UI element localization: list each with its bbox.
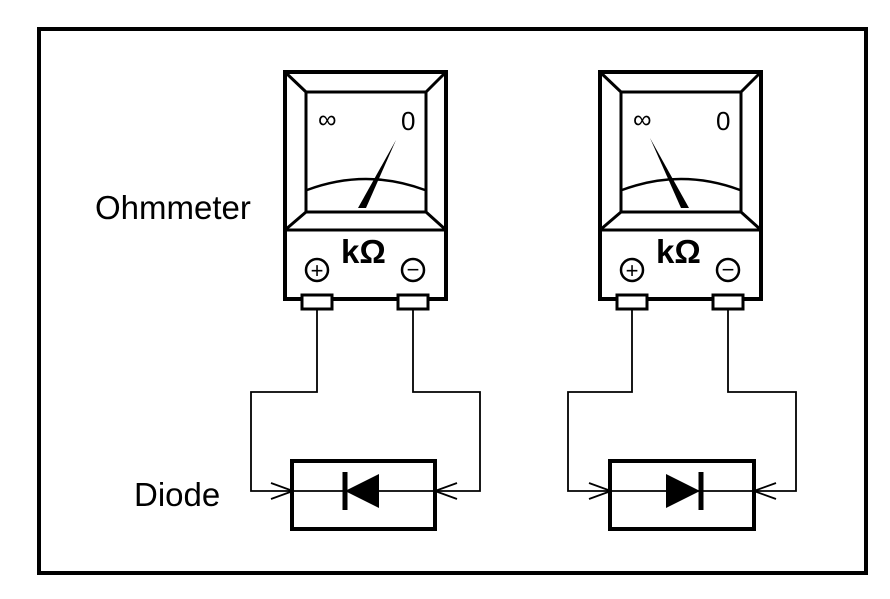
diode-left xyxy=(290,459,437,531)
scale-zero-label: 0 xyxy=(716,106,730,136)
ohmmeter-left: ∞ 0 kΩ + − xyxy=(283,70,448,311)
scale-arc xyxy=(306,177,426,192)
diode-triangle xyxy=(345,474,379,508)
meter-needle xyxy=(358,140,396,208)
positive-terminal xyxy=(304,257,330,283)
unit-label: kΩ xyxy=(341,233,386,270)
scale-zero-label: 0 xyxy=(401,106,415,136)
diagram-frame xyxy=(37,27,868,575)
positive-jack xyxy=(615,293,649,311)
ohmmeter-label: Ohmmeter xyxy=(95,189,251,226)
diode-triangle xyxy=(666,474,700,508)
unit-label: kΩ xyxy=(656,233,701,270)
positive-jack xyxy=(300,293,334,311)
diode-right xyxy=(608,459,756,531)
meter-needle xyxy=(650,138,689,208)
positive-terminal xyxy=(619,257,645,283)
scale-arc xyxy=(621,177,741,192)
positive-terminal-label: + xyxy=(626,258,639,283)
negative-terminal-label: − xyxy=(722,257,735,282)
negative-terminal xyxy=(715,257,741,283)
positive-terminal-label: + xyxy=(311,258,324,283)
meter-face xyxy=(304,90,428,214)
negative-jack xyxy=(396,293,430,311)
scale-infinity-label: ∞ xyxy=(633,104,652,134)
diode-label: Diode xyxy=(134,476,220,513)
negative-terminal-label: − xyxy=(407,257,420,282)
ohmmeter-right: ∞ 0 kΩ + − xyxy=(598,70,763,311)
meter-face xyxy=(619,90,743,214)
scale-infinity-label: ∞ xyxy=(318,104,337,134)
negative-jack xyxy=(711,293,745,311)
negative-terminal xyxy=(400,257,426,283)
